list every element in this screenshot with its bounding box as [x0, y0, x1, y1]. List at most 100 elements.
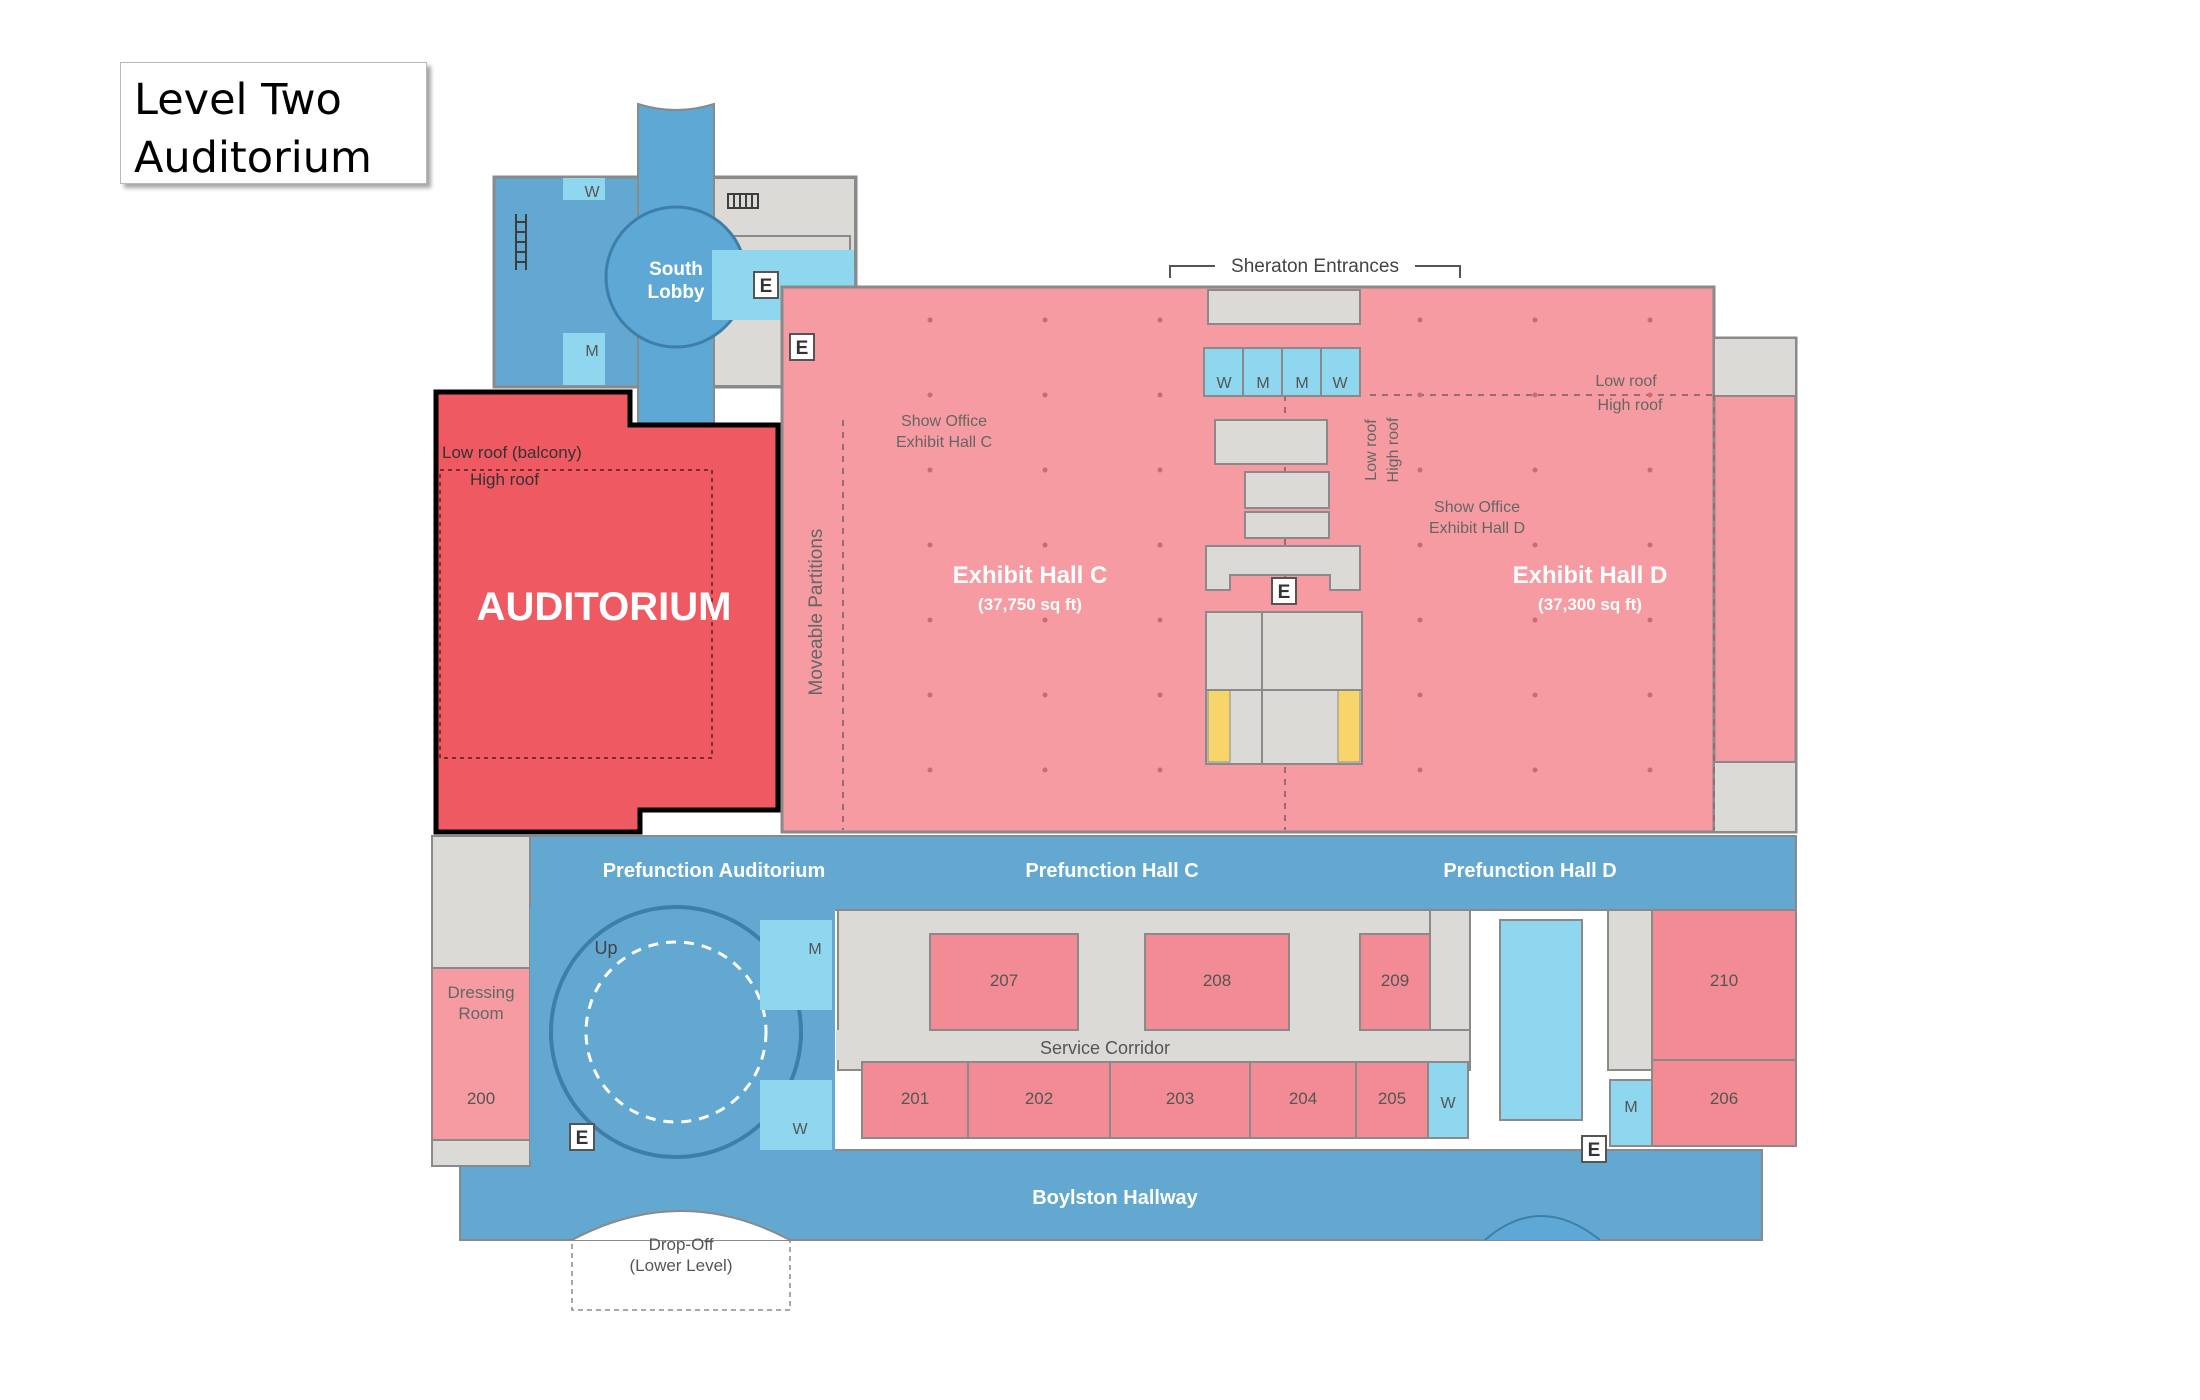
column-marker	[1157, 317, 1163, 323]
women-restroom-label: W	[584, 184, 600, 201]
column-marker	[1417, 692, 1423, 698]
room-203-label: 203	[1166, 1089, 1194, 1108]
men-restroom-label: M	[1295, 375, 1308, 392]
high-roof-vertical-label: High roof	[1385, 417, 1402, 482]
auditorium-room[interactable]	[433, 389, 781, 835]
column-marker	[1417, 767, 1423, 773]
column-marker	[927, 617, 933, 623]
exhibit-hall-d-label: Exhibit Hall D	[1513, 562, 1668, 589]
dropoff-label-2: (Lower Level)	[630, 1256, 733, 1275]
elevator-icon: E	[569, 1123, 595, 1151]
prefunction-hall-d-label: Prefunction Hall D	[1443, 860, 1616, 882]
dropoff	[571, 1210, 1601, 1311]
meeting-rooms	[836, 909, 1797, 1147]
column-marker	[1647, 542, 1653, 548]
column-marker	[1042, 767, 1048, 773]
column-marker	[1417, 467, 1423, 473]
show-office-c-label-2: Exhibit Hall C	[896, 434, 992, 451]
svg-text:E: E	[760, 276, 773, 297]
column-marker	[1157, 392, 1163, 398]
room-205-label: 205	[1378, 1089, 1406, 1108]
show-office-c-label-1: Show Office	[901, 413, 987, 430]
men-restroom-label: M	[1256, 375, 1269, 392]
column-marker	[1042, 542, 1048, 548]
column-marker	[1647, 692, 1653, 698]
title-line-2: Auditorium	[134, 133, 372, 183]
column-marker	[1042, 317, 1048, 323]
column-marker	[1532, 692, 1538, 698]
south-lobby	[604, 102, 854, 426]
column-marker	[1157, 692, 1163, 698]
map-title: Level Two Auditorium	[120, 62, 427, 184]
elevator-icon: E	[1581, 1135, 1607, 1163]
men-restroom-label: M	[808, 941, 821, 958]
west-lower-wing	[431, 835, 531, 1167]
elevator-icon: E	[1271, 577, 1297, 605]
column-marker	[927, 467, 933, 473]
dropoff-label-1: Drop-Off	[649, 1235, 714, 1254]
column-marker	[1532, 617, 1538, 623]
prefunction-hall-c-label: Prefunction Hall C	[1025, 860, 1198, 882]
room-210-label: 210	[1710, 971, 1738, 990]
column-marker	[1042, 692, 1048, 698]
exhibit-hall-d-size: (37,300 sq ft)	[1538, 595, 1642, 614]
svg-text:E: E	[1278, 582, 1291, 603]
column-marker	[1417, 392, 1423, 398]
moveable-partitions-label: Moveable Partitions	[806, 529, 827, 696]
women-restroom-label: W	[1216, 375, 1232, 392]
column-marker	[1647, 467, 1653, 473]
column-marker	[1157, 467, 1163, 473]
sheraton-bracket	[1169, 265, 1461, 278]
column-marker	[1042, 467, 1048, 473]
column-marker	[1417, 317, 1423, 323]
column-marker	[1647, 767, 1653, 773]
svg-text:E: E	[1588, 1140, 1601, 1161]
sheraton-entrances-label: Sheraton Entrances	[1231, 256, 1399, 277]
high-roof-label: High roof	[470, 470, 539, 489]
south-lobby-label-2: Lobby	[648, 282, 705, 303]
men-restroom-label: M	[1624, 1099, 1637, 1116]
room-201-label: 201	[901, 1089, 929, 1108]
room-208-label: 208	[1203, 971, 1231, 990]
prefunction-auditorium-label: Prefunction Auditorium	[603, 860, 826, 882]
south-lobby-label-1: South	[649, 259, 703, 280]
column-marker	[1532, 392, 1538, 398]
dressing-room-label-1: Dressing	[447, 983, 514, 1002]
elevator-icon: E	[789, 333, 815, 361]
elevator-icon: E	[753, 271, 779, 299]
women-restroom-label: W	[792, 1121, 808, 1138]
column-marker	[1042, 392, 1048, 398]
women-restroom-label: W	[1332, 375, 1348, 392]
rotunda	[530, 905, 835, 1160]
column-marker	[1042, 617, 1048, 623]
column-marker	[1647, 317, 1653, 323]
column-marker	[927, 767, 933, 773]
column-marker	[1647, 617, 1653, 623]
room-204-label: 204	[1289, 1089, 1317, 1108]
women-restroom-label: W	[1440, 1095, 1456, 1112]
column-marker	[1417, 617, 1423, 623]
show-office-d-label-2: Exhibit Hall D	[1429, 520, 1525, 537]
svg-text:E: E	[576, 1128, 589, 1149]
dressing-room-label-2: Room	[458, 1004, 503, 1023]
up-label: Up	[594, 938, 617, 958]
column-marker	[1157, 617, 1163, 623]
low-roof-balcony-label: Low roof (balcony)	[442, 443, 582, 462]
low-roof-vertical-label: Low roof	[1363, 419, 1380, 481]
column-marker	[1532, 317, 1538, 323]
column-marker	[1532, 467, 1538, 473]
room-207-label: 207	[990, 971, 1018, 990]
column-marker	[1647, 392, 1653, 398]
title-line-1: Level Two	[134, 75, 342, 125]
show-office-d-label-1: Show Office	[1434, 499, 1520, 516]
column-marker	[1532, 767, 1538, 773]
service-corridor-label: Service Corridor	[1040, 1038, 1170, 1058]
column-marker	[927, 692, 933, 698]
svg-text:E: E	[796, 338, 809, 359]
boylston-hallway-label: Boylston Hallway	[1032, 1187, 1198, 1209]
low-roof-d-label: Low roof	[1595, 373, 1657, 390]
column-marker	[1532, 542, 1538, 548]
column-marker	[927, 317, 933, 323]
room-206-label: 206	[1710, 1089, 1738, 1108]
